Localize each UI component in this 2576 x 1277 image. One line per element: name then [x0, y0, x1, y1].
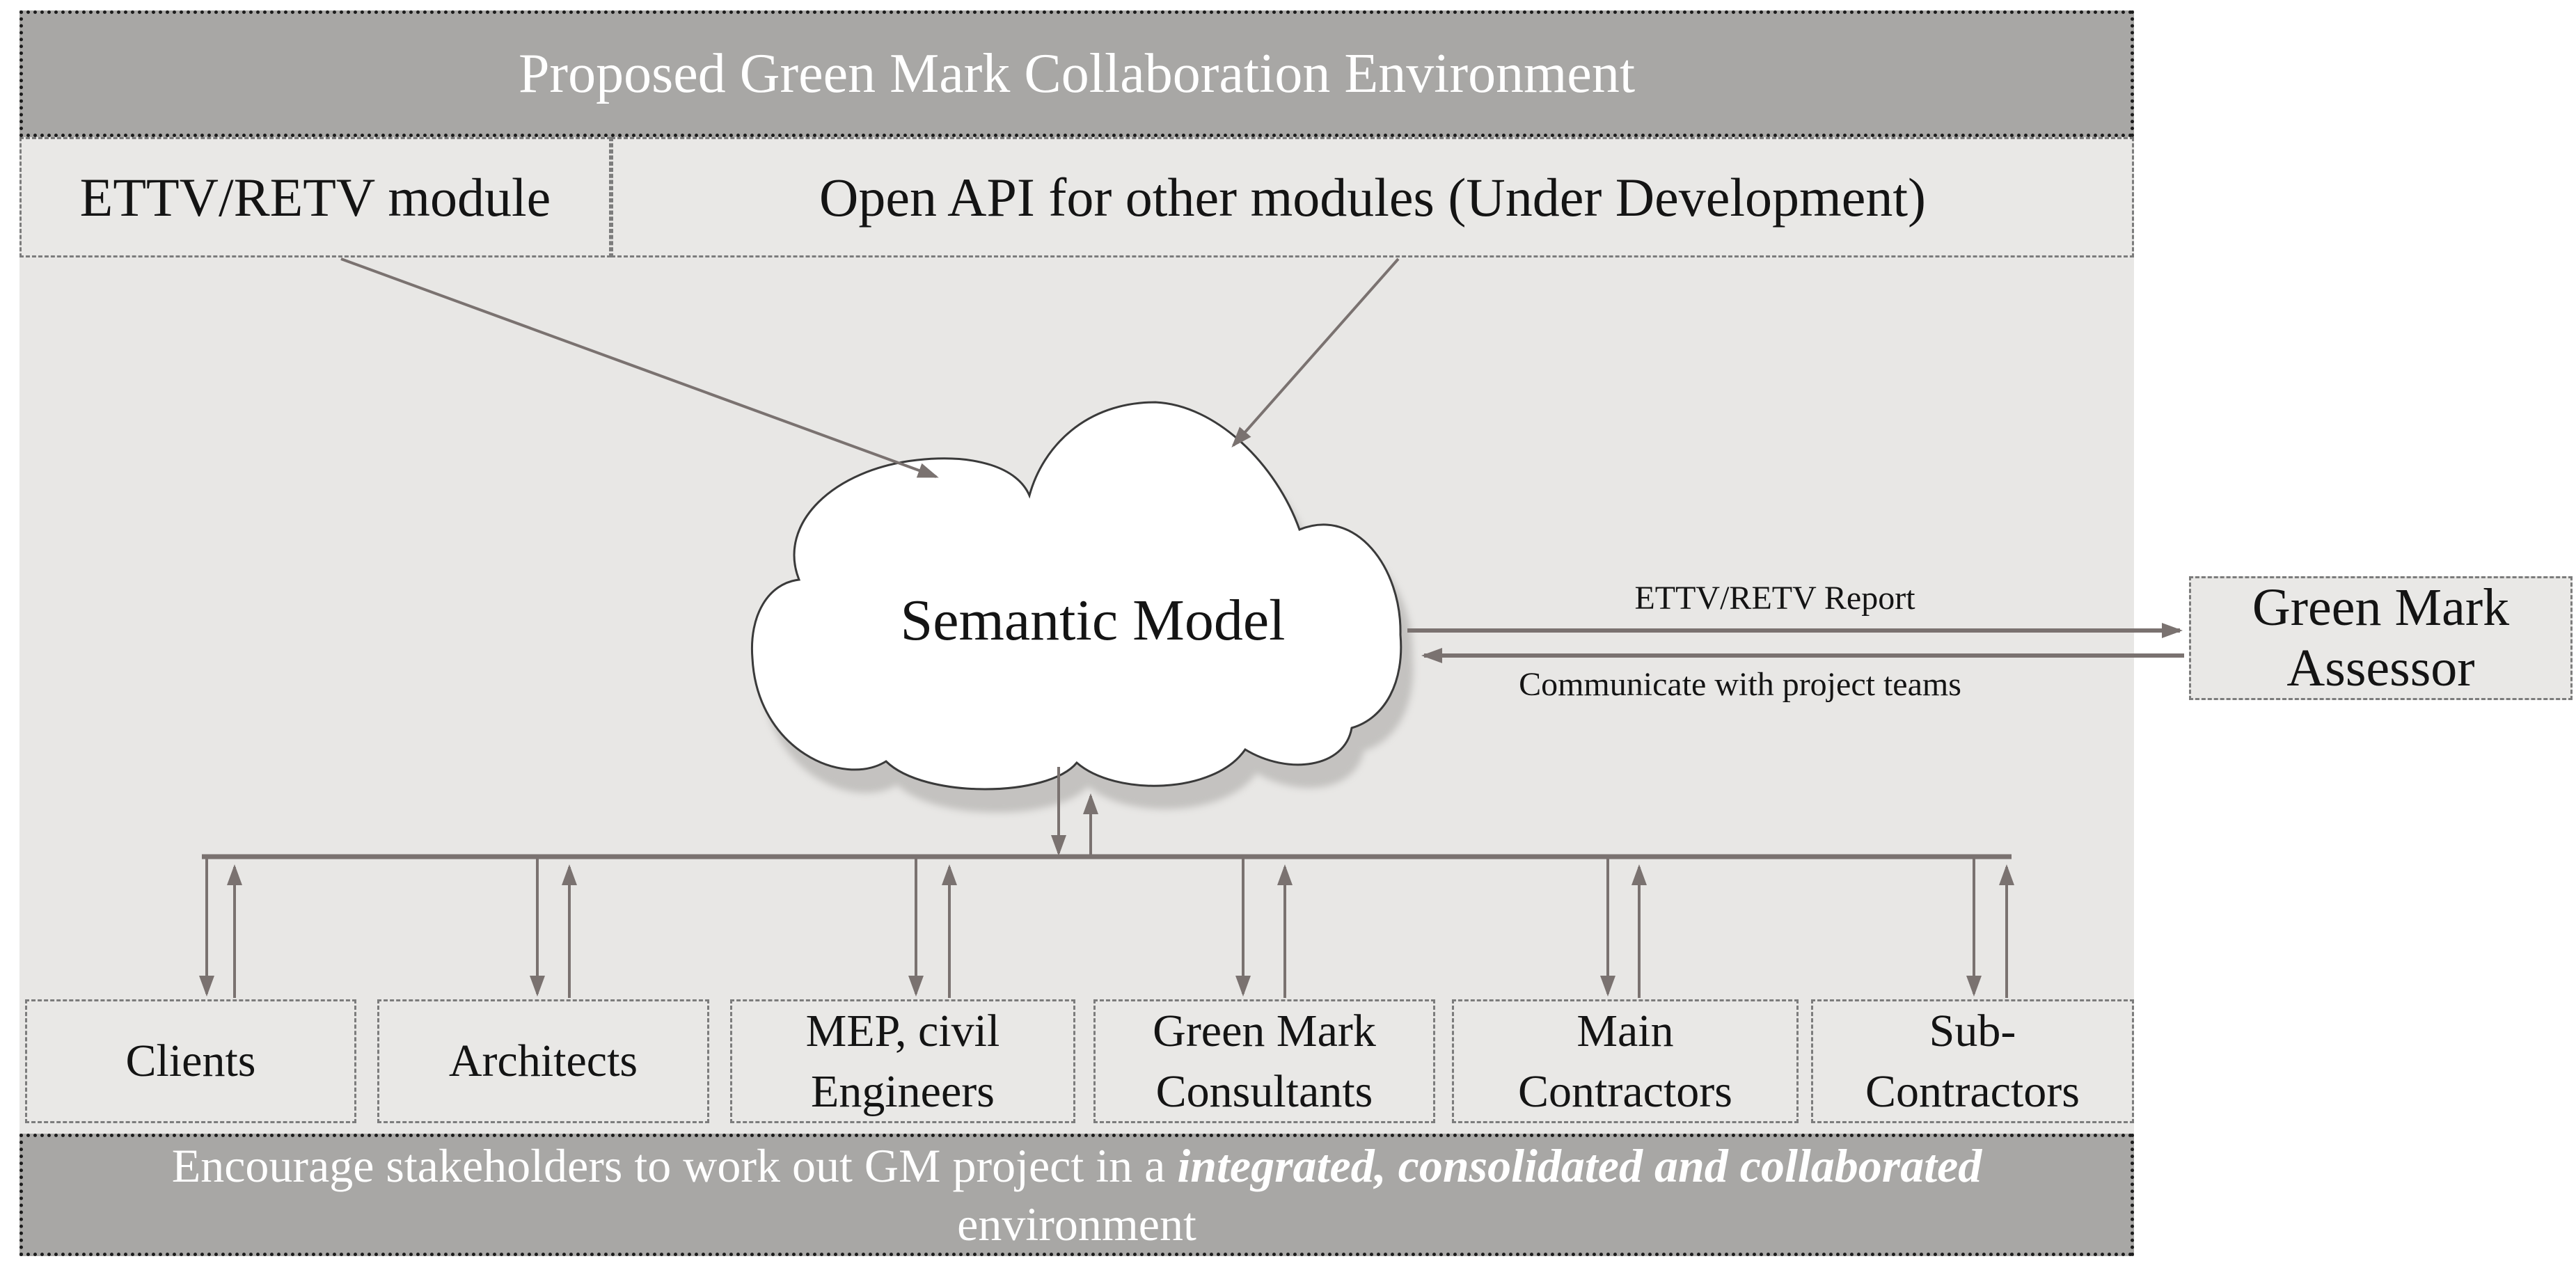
title-bar: Proposed Green Mark Collaboration Enviro… [19, 10, 2134, 137]
assessor-label: Green Mark Assessor [2252, 578, 2510, 697]
cloud-label: Semantic Model [780, 587, 1406, 653]
footer-text-emphasis: integrated, consolidated and collaborate… [1177, 1139, 1982, 1192]
stakeholder-box-sub-contractors: Sub- Contractors [1811, 999, 2134, 1123]
stakeholder-label: Clients [125, 1036, 256, 1087]
flow-label-communicate: Communicate with project teams [1519, 666, 1961, 703]
module-label: Open API for other modules (Under Develo… [819, 166, 1926, 228]
stakeholder-label: Architects [448, 1036, 638, 1087]
footer-bar: Encourage stakeholders to work out GM pr… [19, 1134, 2134, 1256]
flow-label-ettv-retv-report: ETTV/RETV Report [1634, 580, 1915, 617]
stakeholder-label: Sub- Contractors [1865, 1005, 2080, 1117]
diagram-title: Proposed Green Mark Collaboration Enviro… [518, 42, 1636, 104]
stakeholder-label: MEP, civil Engineers [805, 1005, 1000, 1117]
stakeholder-label: Green Mark Consultants [1153, 1005, 1376, 1117]
stakeholder-box-architects: Architects [377, 999, 709, 1123]
module-box-ettv-retv: ETTV/RETV module [19, 137, 611, 257]
footer-text-suffix: environment [957, 1198, 1196, 1251]
stakeholder-label: Main Contractors [1518, 1005, 1732, 1117]
stakeholder-box-clients: Clients [25, 999, 356, 1123]
stakeholder-box-green-mark-consultants: Green Mark Consultants [1093, 999, 1435, 1123]
cloud-label-text: Semantic Model [900, 587, 1286, 653]
footer-text: Encourage stakeholders to work out GM pr… [68, 1136, 2086, 1253]
stakeholder-box-main-contractors: Main Contractors [1452, 999, 1799, 1123]
module-label: ETTV/RETV module [79, 166, 551, 228]
module-box-open-api: Open API for other modules (Under Develo… [611, 137, 2134, 257]
green-mark-assessor-box: Green Mark Assessor [2189, 576, 2573, 700]
stakeholder-box-mep-civil-engineers: MEP, civil Engineers [730, 999, 1075, 1123]
footer-text-prefix: Encourage stakeholders to work out GM pr… [171, 1139, 1178, 1192]
